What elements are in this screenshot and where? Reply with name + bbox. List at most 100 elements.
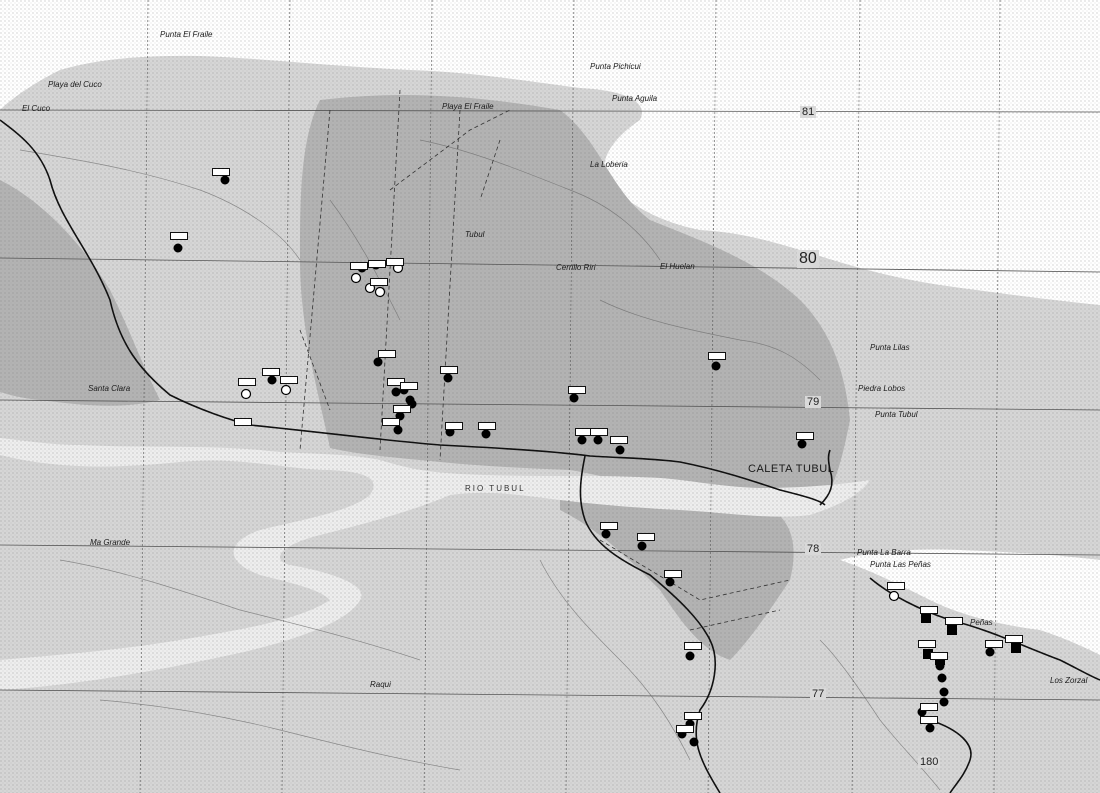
site-marker-square <box>935 655 945 665</box>
place-label: Punta El Fraile <box>160 30 213 39</box>
place-label: RIO TUBUL <box>465 484 526 493</box>
place-label: Los Zorzal <box>1050 676 1088 685</box>
site-tag <box>708 352 726 360</box>
site-marker-dot <box>937 673 947 683</box>
place-label: Playa del Cuco <box>48 80 102 89</box>
site-marker-dot <box>925 723 935 733</box>
site-marker-dot <box>267 375 277 385</box>
site-marker-dot <box>665 577 675 587</box>
site-marker-circle <box>240 388 252 400</box>
place-label: Cerrillo Riri <box>556 263 596 272</box>
place-label: La Loberia <box>590 160 628 169</box>
site-marker-dot <box>939 697 949 707</box>
place-label: Punta Tubul <box>875 410 918 419</box>
site-tag <box>170 232 188 240</box>
grid-number: 79 <box>805 396 822 408</box>
site-marker-dot <box>173 243 183 253</box>
grid-line <box>993 0 1001 793</box>
site-tag <box>378 350 396 358</box>
site-tag <box>664 570 682 578</box>
site-tag <box>637 533 655 541</box>
place-label: Punta Aguila <box>612 94 658 103</box>
site-marker-dot <box>615 445 625 455</box>
site-marker-dot <box>637 541 647 551</box>
site-marker-dot <box>797 439 807 449</box>
site-marker-square <box>947 625 957 635</box>
site-marker-dot <box>601 529 611 539</box>
place-label: Playa El Fraile <box>442 102 494 111</box>
site-marker-dot <box>481 429 491 439</box>
site-marker-circle <box>374 286 386 298</box>
site-tag <box>920 606 938 614</box>
boundary-lines <box>299 89 791 631</box>
site-tag <box>887 582 905 590</box>
site-marker-circle <box>888 590 900 602</box>
site-tag <box>684 712 702 720</box>
place-label: Punta Lilas <box>870 343 910 352</box>
grid-line <box>281 0 291 793</box>
grid-line <box>423 0 433 793</box>
site-marker-dot <box>443 373 453 383</box>
site-tag <box>238 378 256 386</box>
place-label: El Huelan <box>660 262 695 271</box>
site-tag <box>676 725 694 733</box>
site-marker-dot <box>685 651 695 661</box>
site-tag <box>684 642 702 650</box>
place-label: CALETA TUBUL <box>748 463 835 475</box>
site-tag <box>610 436 628 444</box>
place-label: El Cuco <box>22 104 51 113</box>
site-tag <box>478 422 496 430</box>
place-label: Ma Grande <box>90 538 131 547</box>
site-marker-dot <box>391 387 401 397</box>
grid-number: 80 <box>797 250 819 268</box>
site-marker-dot <box>373 357 383 367</box>
site-tag <box>262 368 280 376</box>
site-tag <box>568 386 586 394</box>
grid-number: 81 <box>800 106 817 118</box>
grid-line <box>139 0 149 793</box>
site-tag <box>985 640 1003 648</box>
site-tag <box>920 703 938 711</box>
grid-line <box>0 689 1100 701</box>
site-tag <box>280 376 298 384</box>
site-marker-dot <box>393 425 403 435</box>
roads <box>0 119 1100 793</box>
site-marker-dot <box>935 661 945 671</box>
place-label: Punta Pichicui <box>590 62 641 71</box>
site-tag <box>920 716 938 724</box>
site-tag <box>350 262 368 270</box>
site-tag <box>918 640 936 648</box>
site-tag <box>212 168 230 176</box>
site-tag <box>234 418 252 426</box>
site-tag <box>440 366 458 374</box>
place-label: Punta Las Peñas <box>870 560 931 569</box>
place-label: Peñas <box>970 618 993 627</box>
site-marker-square <box>1011 643 1021 653</box>
grid-line <box>0 109 1100 113</box>
place-label: Tubul <box>465 230 485 239</box>
place-label: Piedra Lobos <box>858 384 906 393</box>
grid-line <box>0 257 1100 273</box>
site-tag <box>930 652 948 660</box>
grid-line <box>0 544 1100 556</box>
site-marker-dot <box>939 687 949 697</box>
grid-number: 77 <box>810 688 827 700</box>
site-marker-dot <box>593 435 603 445</box>
site-tag <box>370 278 388 286</box>
site-tag <box>368 260 386 268</box>
grid-line <box>851 0 861 793</box>
site-marker-circle <box>280 384 292 396</box>
site-tag <box>386 258 404 266</box>
grid-number: 78 <box>805 543 822 555</box>
site-tag <box>600 522 618 530</box>
site-tag <box>382 418 400 426</box>
site-tag <box>393 405 411 413</box>
site-marker-square <box>921 613 931 623</box>
grid-line <box>707 0 717 793</box>
place-label: Punta La Barra <box>857 548 911 557</box>
site-marker-square <box>923 649 933 659</box>
